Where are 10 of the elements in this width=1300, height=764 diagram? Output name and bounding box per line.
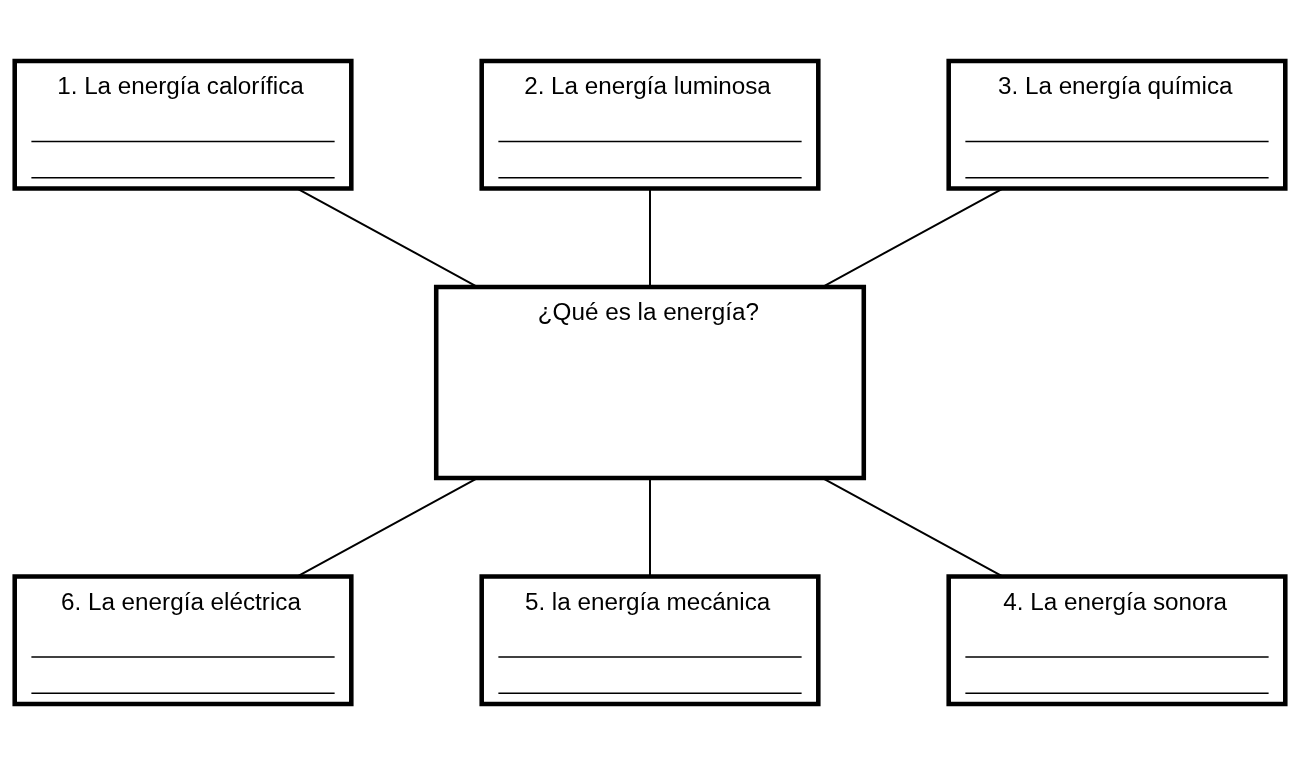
connector [821, 187, 1004, 288]
node-box: 1. La energía calorífica [12, 58, 354, 191]
connector [649, 187, 651, 287]
connector [296, 187, 479, 288]
node-box: 2. La energía luminosa [479, 58, 821, 191]
node-box: ¿Qué es la energía? [433, 284, 867, 480]
node-box: 5. la energía mecánica [479, 573, 821, 706]
node-box: 3. La energía química [946, 58, 1288, 191]
node-box: 6. La energía eléctrica [12, 573, 354, 706]
node-box: 4. La energía sonora [946, 573, 1288, 706]
